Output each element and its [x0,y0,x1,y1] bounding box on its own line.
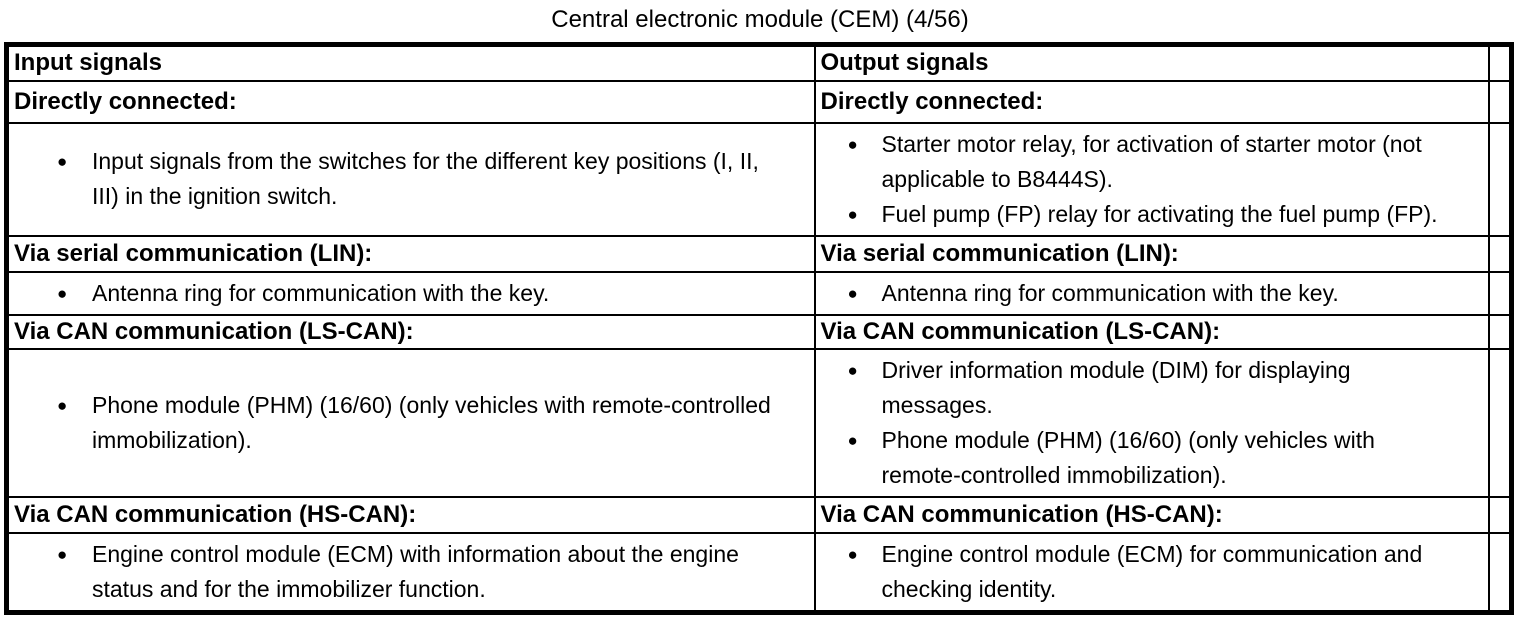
bullet-list: Phone module (PHM) (16/60) (only vehicle… [9,388,813,458]
list-item: Engine control module (ECM) for communic… [817,537,1487,607]
bullet-list: Input signals from the switches for the … [9,144,813,214]
output-heading-lin: Via serial communication (LIN): [813,234,1490,273]
empty-end-cell [1487,234,1513,273]
input-heading-directly-connected: Directly connected: [5,79,816,124]
list-item: Engine control module (ECM) with informa… [9,537,813,607]
list-item: Input signals from the switches for the … [9,144,813,214]
input-heading-lin: Via serial communication (LIN): [5,234,816,273]
output-heading-directly-connected: Directly connected: [813,79,1490,124]
empty-end-cell [1487,531,1513,613]
output-cell-ls-can: Driver information module (DIM) for disp… [813,347,1490,498]
output-signals-column-header: Output signals [813,43,1490,82]
table-row-heading-ls-can: Via CAN communication (LS-CAN): Via CAN … [5,313,1513,350]
bullet-list: Antenna ring for communication with the … [817,276,1487,311]
empty-end-cell [1487,79,1513,124]
empty-end-cell [1487,270,1513,316]
bullet-list: Antenna ring for communication with the … [9,276,813,311]
list-item: Antenna ring for communication with the … [817,276,1487,311]
empty-end-cell [1487,43,1513,82]
bullet-list: Engine control module (ECM) with informa… [9,537,813,607]
cem-signals-table: Input signals Output signals Directly co… [4,42,1514,615]
list-item: Fuel pump (FP) relay for activating the … [817,197,1487,232]
input-heading-ls-can: Via CAN communication (LS-CAN): [5,313,816,350]
bullet-list: Starter motor relay, for activation of s… [817,127,1487,232]
input-cell-hs-can: Engine control module (ECM) with informa… [5,531,816,613]
input-cell-directly-connected: Input signals from the switches for the … [5,121,816,237]
table-row-heading-lin: Via serial communication (LIN): Via seri… [5,234,1513,273]
table-row-ls-can-items: Phone module (PHM) (16/60) (only vehicle… [5,347,1513,498]
table-row-directly-connected-items: Input signals from the switches for the … [5,121,1513,237]
table-row-column-headers: Input signals Output signals [5,43,1513,82]
list-item: Antenna ring for communication with the … [9,276,813,311]
empty-end-cell [1487,121,1513,237]
table-row-heading-directly-connected: Directly connected: Directly connected: [5,79,1513,124]
input-cell-lin: Antenna ring for communication with the … [5,270,816,316]
output-cell-hs-can: Engine control module (ECM) for communic… [813,531,1490,613]
output-heading-hs-can: Via CAN communication (HS-CAN): [813,495,1490,534]
table-row-lin-items: Antenna ring for communication with the … [5,270,1513,316]
empty-end-cell [1487,347,1513,498]
output-heading-ls-can: Via CAN communication (LS-CAN): [813,313,1490,350]
input-heading-hs-can: Via CAN communication (HS-CAN): [5,495,816,534]
list-item: Phone module (PHM) (16/60) (only vehicle… [9,388,813,458]
bullet-list: Driver information module (DIM) for disp… [817,353,1487,493]
output-cell-lin: Antenna ring for communication with the … [813,270,1490,316]
empty-end-cell [1487,495,1513,534]
bullet-list: Engine control module (ECM) for communic… [817,537,1487,607]
list-item: Starter motor relay, for activation of s… [817,127,1487,197]
table-row-hs-can-items: Engine control module (ECM) with informa… [5,531,1513,613]
input-signals-column-header: Input signals [5,43,816,82]
output-cell-directly-connected: Starter motor relay, for activation of s… [813,121,1490,237]
empty-end-cell [1487,313,1513,350]
page-title: Central electronic module (CEM) (4/56) [551,6,969,33]
input-cell-ls-can: Phone module (PHM) (16/60) (only vehicle… [5,347,816,498]
list-item: Driver information module (DIM) for disp… [817,353,1487,423]
list-item: Phone module (PHM) (16/60) (only vehicle… [817,423,1487,493]
table-row-heading-hs-can: Via CAN communication (HS-CAN): Via CAN … [5,495,1513,534]
